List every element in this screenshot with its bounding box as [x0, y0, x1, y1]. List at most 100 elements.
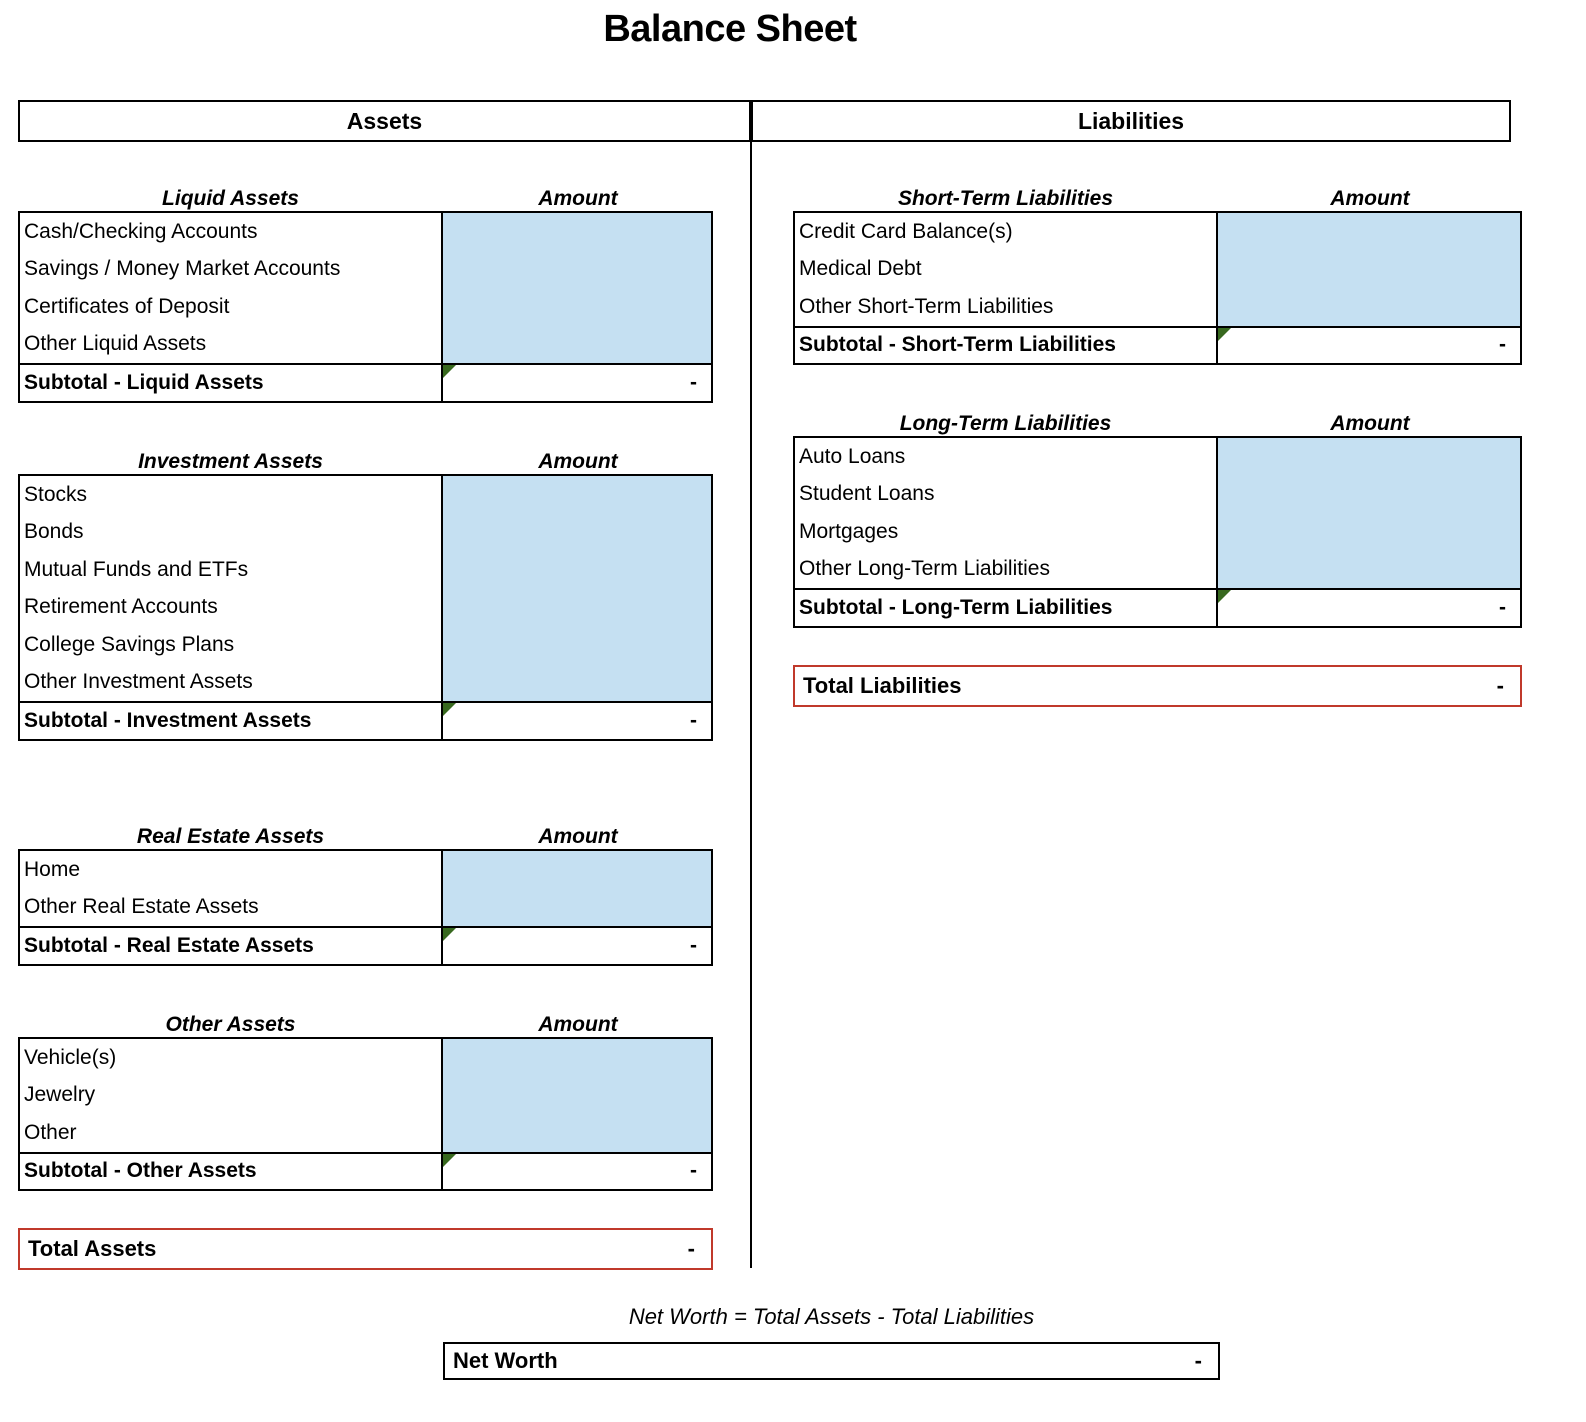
section-header-liquid-assets: Liquid Assets Amount [18, 178, 713, 211]
section-title: Long-Term Liabilities [899, 412, 1112, 435]
table-row[interactable]: Vehicle(s) [24, 1045, 117, 1069]
amount-column: - [1216, 438, 1520, 626]
amount-column: - [1216, 213, 1520, 363]
formula-flag-icon [443, 365, 456, 378]
table-row[interactable]: Bonds [24, 520, 84, 544]
subtotal-label: Subtotal - Investment Assets [20, 701, 441, 739]
amount-input-area[interactable] [1218, 438, 1520, 588]
amount-column: - [441, 1039, 711, 1189]
section-header-other-assets: Other Assets Amount [18, 1004, 713, 1037]
total-assets-label: Total Assets [28, 1236, 157, 1261]
table-row[interactable]: Retirement Accounts [24, 595, 218, 619]
net-worth-label: Net Worth [453, 1348, 558, 1373]
section-header-long-term-liabilities: Long-Term Liabilities Amount [793, 403, 1522, 436]
table-long-term-liabilities: Auto Loans Student Loans Mortgages Other… [793, 436, 1522, 628]
table-row[interactable]: Certificates of Deposit [24, 294, 230, 318]
table-row[interactable]: Home [24, 857, 81, 881]
total-assets-bar: Total Assets - [18, 1228, 713, 1270]
table-row[interactable]: Medical Debt [799, 257, 922, 281]
table-investment-assets: Stocks Bonds Mutual Funds and ETFs Retir… [18, 474, 713, 741]
subtotal-label: Subtotal - Long-Term Liabilities [795, 588, 1216, 626]
section-header-investment-assets: Investment Assets Amount [18, 441, 713, 474]
amount-input-area[interactable] [443, 476, 711, 701]
table-row[interactable]: Savings / Money Market Accounts [24, 257, 341, 281]
table-row[interactable]: Student Loans [799, 482, 935, 506]
table-row[interactable]: Other [24, 1120, 77, 1144]
net-worth-bar: Net Worth - [443, 1342, 1220, 1380]
table-row[interactable]: Auto Loans [799, 444, 906, 468]
subtotal-amount: - [443, 363, 711, 401]
subtotal-amount: - [443, 701, 711, 739]
liabilities-column-header: Liabilities [751, 100, 1511, 142]
subtotal-label: Subtotal - Short-Term Liabilities [795, 325, 1216, 364]
section-short-term-liabilities: Short-Term Liabilities Amount Credit Car… [793, 178, 1522, 365]
section-liquid-assets: Liquid Assets Amount Cash/Checking Accou… [18, 178, 713, 403]
total-assets-value: - [687, 1236, 695, 1261]
assets-column-header-label: Assets [346, 107, 423, 134]
label-column: Cash/Checking Accounts Savings / Money M… [20, 213, 441, 401]
table-row[interactable]: Mutual Funds and ETFs [24, 557, 249, 581]
section-title: Other Assets [165, 1013, 296, 1036]
section-title: Liquid Assets [162, 187, 299, 210]
table-row[interactable]: Stocks [24, 482, 88, 506]
amount-column-title: Amount [1330, 412, 1410, 435]
label-column: Vehicle(s) Jewelry Other Subtotal - Othe… [20, 1039, 441, 1189]
amount-input-area[interactable] [1218, 213, 1520, 326]
amount-column-title: Amount [538, 1013, 618, 1036]
subtotal-amount-value: - [690, 1159, 697, 1183]
section-title: Investment Assets [138, 450, 323, 473]
subtotal-amount-value: - [690, 370, 697, 394]
total-liabilities-bar: Total Liabilities - [793, 665, 1522, 707]
net-worth-formula: Net Worth = Total Assets - Total Liabili… [628, 1304, 1035, 1329]
section-title: Real Estate Assets [136, 825, 325, 848]
net-worth-value: - [1194, 1348, 1202, 1373]
assets-column-header: Assets [18, 100, 751, 142]
column-divider [750, 142, 752, 1268]
table-row[interactable]: Mortgages [799, 519, 899, 543]
total-liabilities-label: Total Liabilities [803, 673, 962, 698]
label-column: Credit Card Balance(s) Medical Debt Othe… [795, 213, 1216, 363]
section-real-estate-assets: Real Estate Assets Amount Home Other Rea… [18, 816, 713, 966]
amount-column-title: Amount [1330, 187, 1410, 210]
subtotal-amount-value: - [690, 933, 697, 957]
table-row[interactable]: Other Long-Term Liabilities [799, 557, 1050, 581]
formula-flag-icon [1218, 590, 1231, 603]
amount-column-title: Amount [538, 450, 618, 473]
table-short-term-liabilities: Credit Card Balance(s) Medical Debt Othe… [793, 211, 1522, 365]
amount-column: - [441, 213, 711, 401]
section-header-real-estate-assets: Real Estate Assets Amount [18, 816, 713, 849]
formula-flag-icon [443, 1153, 456, 1167]
table-row[interactable]: Other Liquid Assets [24, 332, 207, 356]
table-row[interactable]: Other Real Estate Assets [24, 895, 259, 919]
table-row[interactable]: Other Short-Term Liabilities [799, 294, 1054, 318]
section-long-term-liabilities: Long-Term Liabilities Amount Auto Loans … [793, 403, 1522, 628]
table-row[interactable]: College Savings Plans [24, 632, 235, 656]
amount-input-area[interactable] [443, 213, 711, 363]
subtotal-label: Subtotal - Other Assets [20, 1151, 441, 1190]
table-row[interactable]: Other Investment Assets [24, 670, 253, 694]
subtotal-amount: - [443, 926, 711, 964]
amount-column-title: Amount [538, 825, 618, 848]
amount-column: - [441, 851, 711, 964]
subtotal-label: Subtotal - Real Estate Assets [20, 926, 441, 964]
section-investment-assets: Investment Assets Amount Stocks Bonds Mu… [18, 441, 713, 741]
amount-input-area[interactable] [443, 851, 711, 926]
table-row[interactable]: Cash/Checking Accounts [24, 219, 258, 243]
table-real-estate-assets: Home Other Real Estate Assets Subtotal -… [18, 849, 713, 966]
amount-input-area[interactable] [443, 1039, 711, 1152]
liabilities-column-header-label: Liabilities [1077, 107, 1185, 134]
amount-column: - [441, 476, 711, 739]
formula-flag-icon [443, 928, 456, 941]
section-header-short-term-liabilities: Short-Term Liabilities Amount [793, 178, 1522, 211]
table-liquid-assets: Cash/Checking Accounts Savings / Money M… [18, 211, 713, 403]
table-row[interactable]: Credit Card Balance(s) [799, 219, 1013, 243]
section-title: Short-Term Liabilities [897, 187, 1114, 210]
table-row[interactable]: Jewelry [24, 1083, 96, 1107]
subtotal-amount-value: - [1499, 333, 1506, 357]
subtotal-amount: - [443, 1151, 711, 1189]
label-column: Auto Loans Student Loans Mortgages Other… [795, 438, 1216, 626]
amount-column-title: Amount [538, 187, 618, 210]
total-liabilities-value: - [1496, 673, 1504, 698]
subtotal-amount: - [1218, 588, 1520, 626]
table-other-assets: Vehicle(s) Jewelry Other Subtotal - Othe… [18, 1037, 713, 1191]
